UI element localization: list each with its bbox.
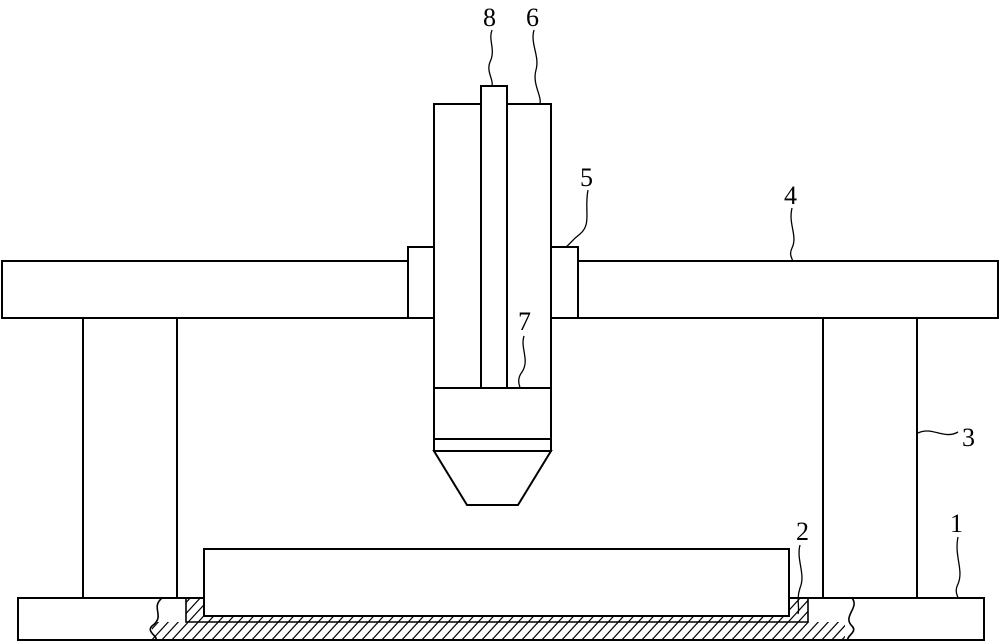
right-support-column xyxy=(822,317,918,599)
label-5: 5 xyxy=(580,163,593,192)
leader-lines xyxy=(488,29,961,615)
label-8: 8 xyxy=(483,3,496,32)
hatch-line xyxy=(829,598,845,640)
label-3: 3 xyxy=(962,423,975,452)
hatch-line xyxy=(759,598,803,640)
label-7: 7 xyxy=(518,307,531,336)
cutter-head xyxy=(432,387,553,506)
part-labels: 8 6 5 4 3 7 2 1 xyxy=(483,3,975,546)
workpiece xyxy=(203,548,790,617)
label-6: 6 xyxy=(526,3,539,32)
piston-rod xyxy=(480,85,508,389)
hatch-line xyxy=(769,598,813,640)
label-4: 4 xyxy=(784,181,797,210)
label-1: 1 xyxy=(950,509,963,538)
left-support-column xyxy=(82,317,178,599)
label-2: 2 xyxy=(796,517,809,546)
